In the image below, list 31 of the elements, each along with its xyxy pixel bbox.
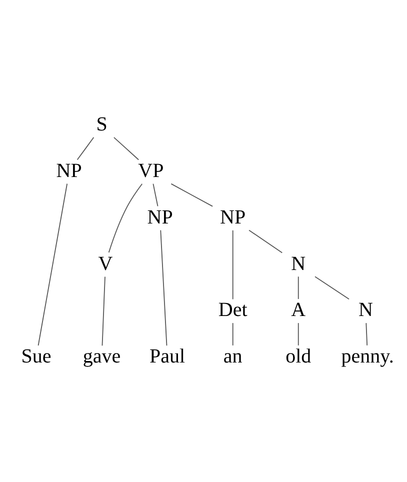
node-text: old [286, 345, 312, 368]
node-text: Paul [150, 345, 186, 368]
connector [114, 136, 140, 160]
node-text: NP [220, 206, 246, 228]
node-text: S [96, 113, 108, 136]
node-text: Det [218, 298, 248, 321]
node-text: N [291, 252, 306, 274]
node-text: NP [147, 206, 173, 228]
connector [152, 182, 158, 206]
node-text: VP [138, 159, 164, 182]
connector [314, 276, 350, 300]
node-text: Sue [21, 345, 52, 368]
node-text: N [358, 298, 373, 321]
connector [102, 276, 106, 346]
connector [160, 229, 168, 346]
connector [76, 136, 94, 160]
node-text: V [98, 252, 113, 274]
connector [232, 229, 234, 300]
connector [232, 322, 234, 346]
connector [298, 276, 299, 299]
connector [108, 182, 143, 252]
connector [38, 182, 68, 346]
node-text: A [291, 298, 306, 321]
connector [170, 182, 214, 206]
node-text: NP [56, 159, 82, 182]
node-text: gave [82, 345, 121, 368]
connector [298, 322, 299, 346]
node-text: penny. [341, 345, 394, 368]
connector [248, 229, 283, 253]
connector [366, 322, 368, 346]
node-text: an [223, 345, 242, 368]
